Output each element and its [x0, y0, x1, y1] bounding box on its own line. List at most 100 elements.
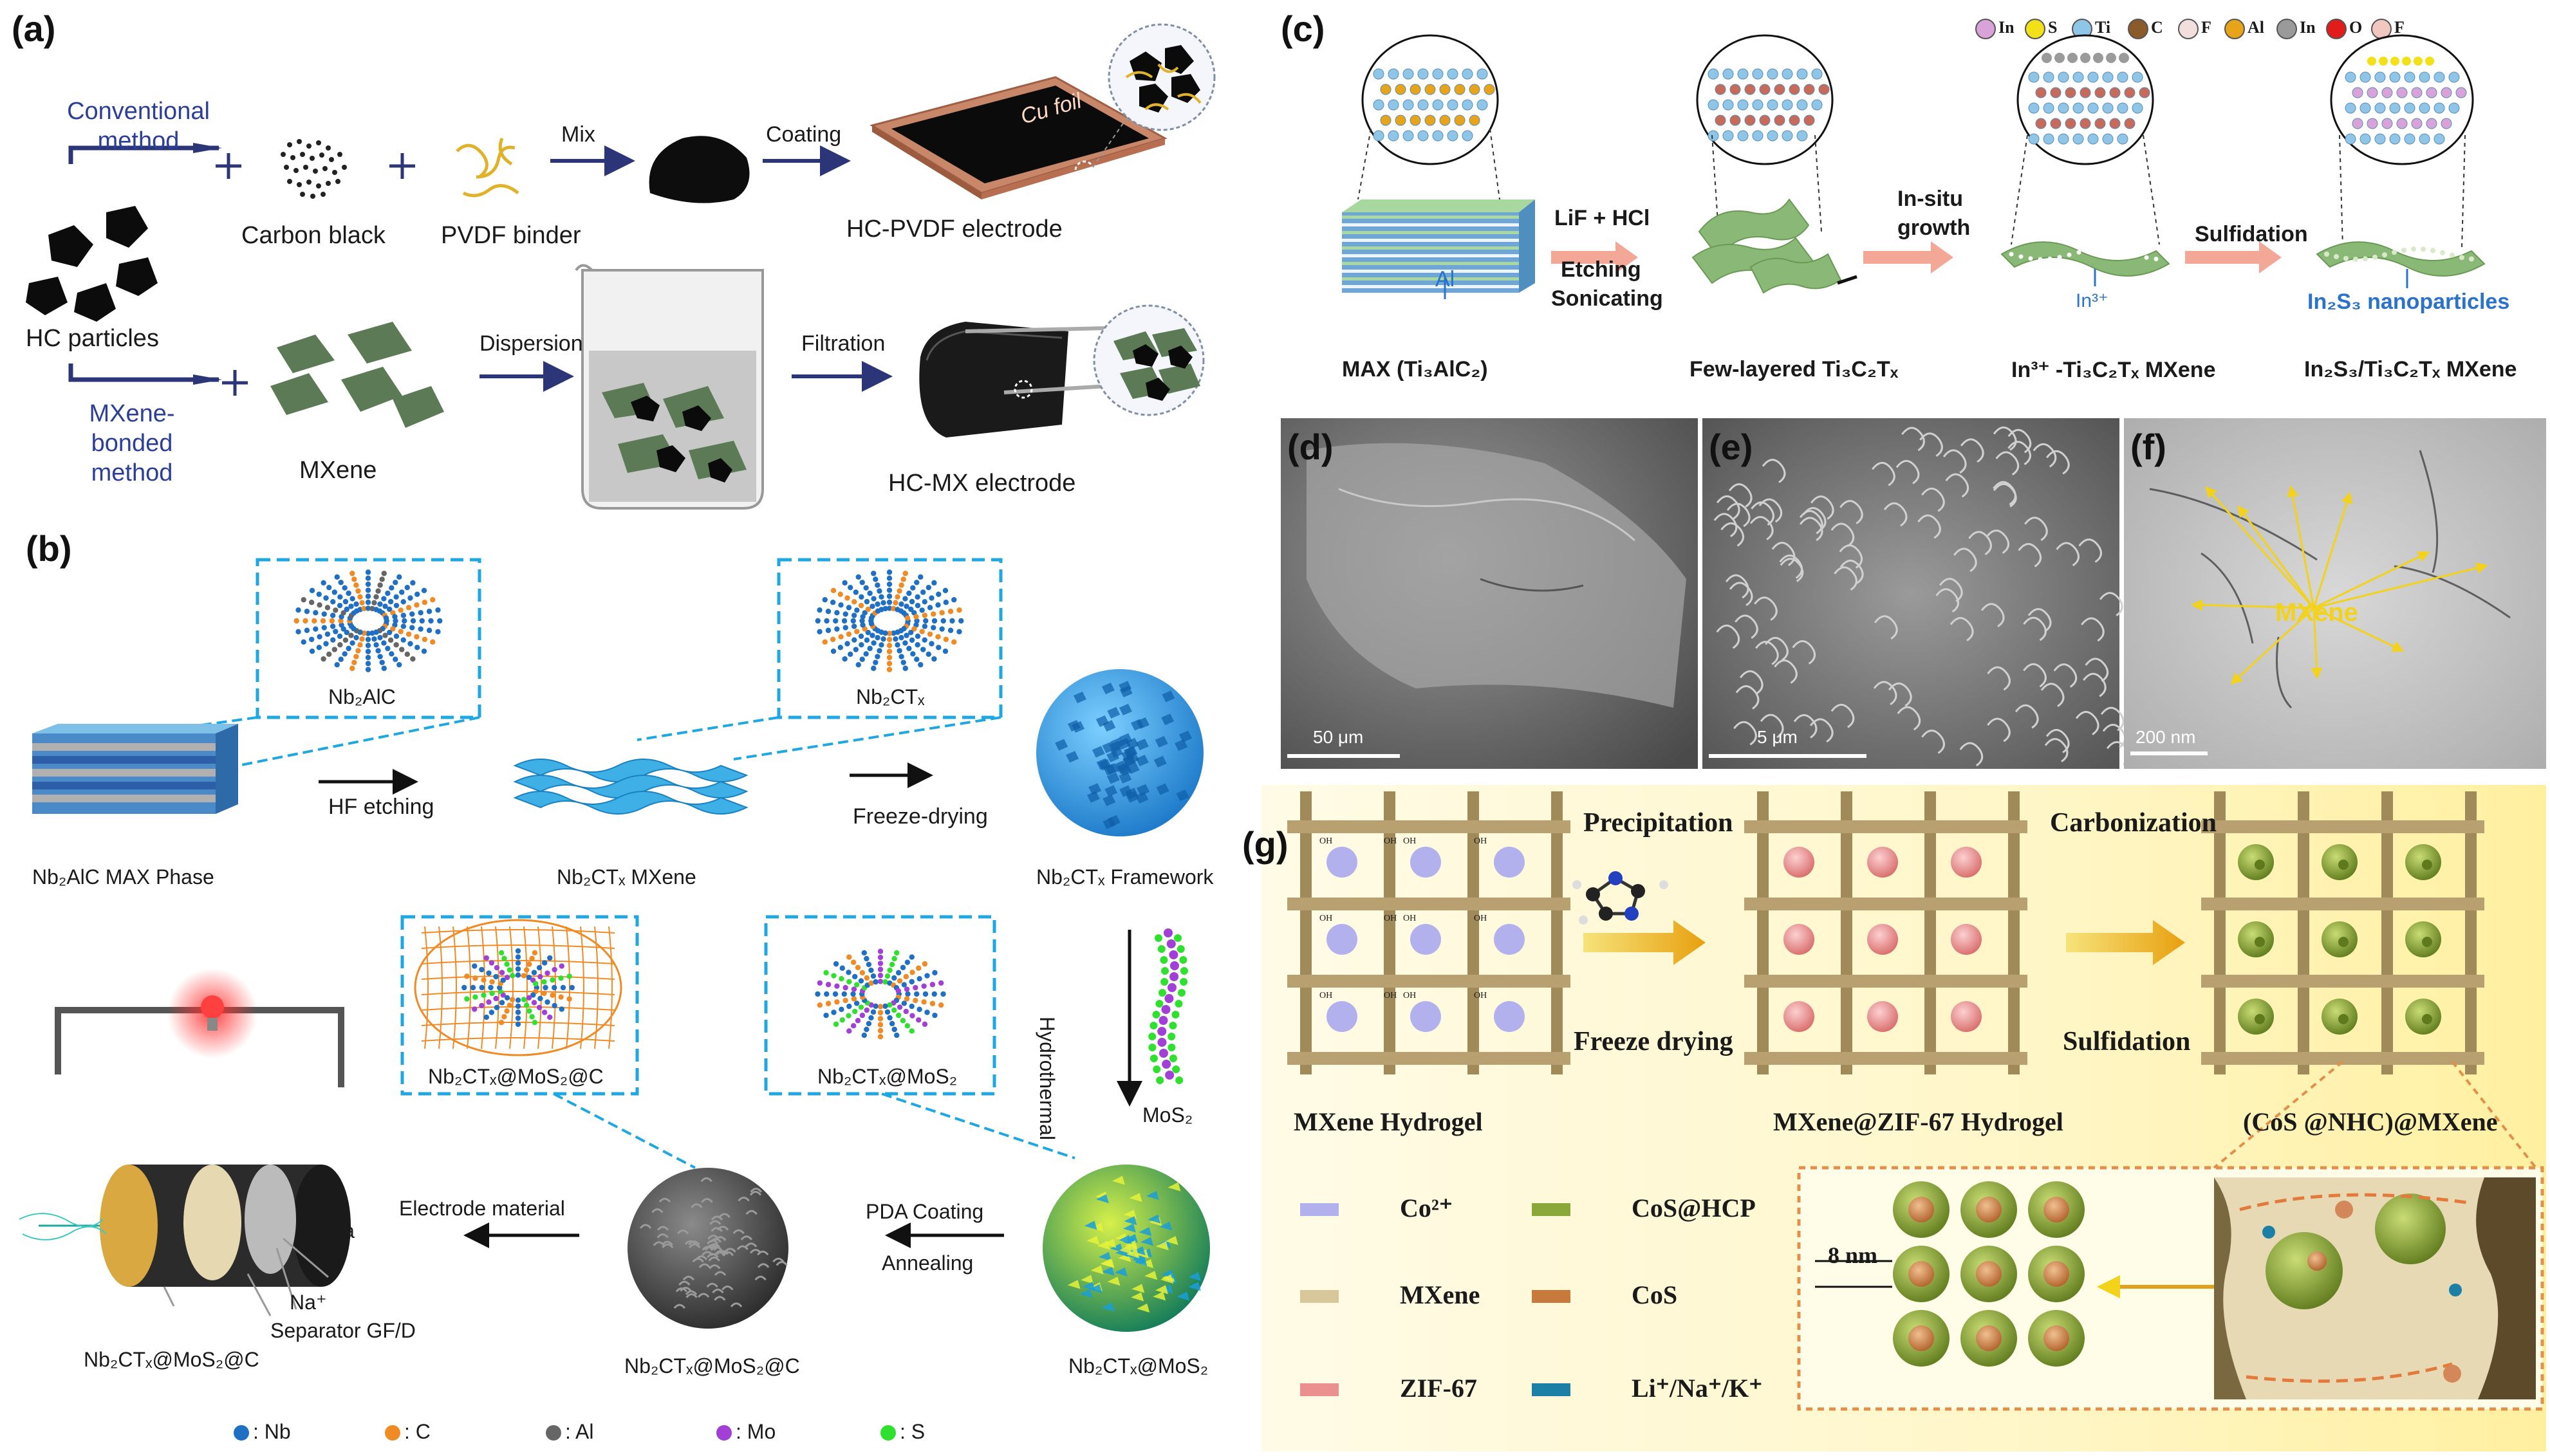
atom-dot — [366, 587, 371, 593]
atom-dot — [398, 629, 403, 634]
atom-dot — [464, 996, 469, 1001]
lattice-atom — [1425, 115, 1435, 125]
lattice-atom — [1373, 100, 1384, 110]
atom-dot — [313, 610, 318, 615]
atom-dot — [860, 970, 865, 975]
oh-label: OH — [1403, 991, 1416, 1001]
atom-dot — [516, 972, 521, 977]
atom-dot — [887, 569, 892, 575]
atom-dot — [414, 591, 420, 596]
lattice-atom — [1462, 69, 1473, 79]
atom-dot — [834, 999, 839, 1004]
lattice-atom — [1708, 100, 1718, 110]
in3-dot — [2058, 255, 2062, 259]
atom-dot — [826, 982, 831, 987]
atom-dot — [537, 965, 542, 970]
in-ion — [2106, 53, 2116, 63]
lattice-atom — [1455, 84, 1465, 95]
atom-dot — [916, 966, 921, 971]
atom-dot — [355, 588, 360, 593]
atom-dot — [939, 610, 944, 615]
lattice-atom — [1789, 115, 1800, 125]
atom-dot — [321, 580, 326, 585]
in3-mxene-label: In³⁺ -Ti₃C₂Tₓ MXene — [2011, 357, 2216, 383]
lattice-atom — [2080, 88, 2090, 98]
atom-dot — [866, 962, 871, 967]
atom-dot — [909, 1013, 915, 1018]
atom-dot — [532, 950, 537, 955]
frame-ball — [1783, 924, 1814, 955]
legend-label-c-6: In — [2300, 18, 2316, 37]
atom-dot — [824, 991, 829, 997]
atom-dot — [846, 1004, 852, 1009]
etching-label: Etching — [1561, 257, 1641, 282]
scale-e-bar — [1709, 754, 1866, 758]
legend-c-dot-0 — [1976, 19, 1995, 39]
atom-dot — [921, 983, 926, 988]
lattice-atom — [2405, 72, 2415, 82]
atom-dot — [472, 1006, 477, 1011]
atom-dot — [914, 657, 919, 662]
lattice-atom — [1477, 100, 1487, 110]
atom-dot — [552, 985, 557, 990]
lattice-atom — [1462, 100, 1473, 110]
atom-dot — [948, 628, 953, 633]
atom-dot — [897, 978, 902, 983]
cage-line — [609, 926, 612, 1049]
atom-dot — [533, 981, 538, 986]
lattice-atom — [1403, 69, 1413, 79]
atom-dot — [826, 628, 831, 633]
oh-label: OH — [1319, 836, 1332, 847]
in3-dot — [2029, 256, 2033, 261]
atom-dot — [330, 623, 335, 629]
atom-dot — [893, 600, 898, 605]
atom-dot — [309, 637, 314, 642]
lif-hcl-label: LiF + HCl — [1554, 206, 1650, 231]
panel-f-letter: (f) — [2130, 426, 2166, 468]
atom-dot — [823, 597, 828, 602]
atom-dot — [489, 979, 494, 984]
lattice-atom — [1819, 84, 1829, 95]
atom-dot — [855, 1018, 861, 1023]
frame-ball — [1494, 1001, 1525, 1032]
lattice-atom — [1745, 115, 1755, 125]
atom-dot — [848, 585, 853, 590]
atom-dot — [330, 637, 335, 642]
atom-dot — [854, 1000, 859, 1006]
core-particle — [1976, 1261, 2002, 1287]
in3-dot — [2096, 247, 2101, 252]
atom-dot — [917, 1007, 922, 1012]
atom-dot — [394, 603, 399, 608]
atom-dot — [377, 602, 382, 607]
atom-dot — [882, 1004, 888, 1009]
atom-dot — [409, 611, 414, 616]
lattice-atom — [1425, 84, 1435, 95]
max-phase-block-icon — [32, 724, 238, 814]
atom-dot — [902, 640, 907, 645]
atom-dot — [472, 963, 477, 968]
atom-dot — [936, 591, 941, 596]
atom-dot — [904, 974, 909, 979]
atom-dot — [894, 1033, 899, 1038]
in3-dot — [2048, 257, 2052, 261]
lattice-atom — [2117, 103, 2128, 113]
lattice-atom — [2375, 72, 2385, 82]
in2s3-dot — [2430, 248, 2435, 253]
s-atom — [1180, 978, 1187, 986]
atom-dot — [501, 1014, 507, 1019]
lattice-atom — [2073, 134, 2083, 144]
atom-dot — [343, 599, 348, 604]
lattice-atom — [1447, 131, 1458, 141]
atom-dot — [330, 618, 335, 623]
frame-post — [2381, 791, 2393, 1074]
lattice-atom — [2390, 134, 2400, 144]
legend-dot-0 — [234, 1425, 249, 1441]
atom-dot — [461, 985, 467, 990]
atom-dot — [856, 662, 861, 667]
lattice-atom — [1388, 69, 1399, 79]
lattice-atom — [2419, 103, 2430, 113]
panel-e-letter: (e) — [1709, 426, 1753, 468]
in2s3-dot — [2459, 255, 2464, 260]
in2s3-nanoparticles-label: In₂S₃ nanoparticles — [2307, 290, 2509, 315]
lattice-atom — [2043, 72, 2054, 82]
